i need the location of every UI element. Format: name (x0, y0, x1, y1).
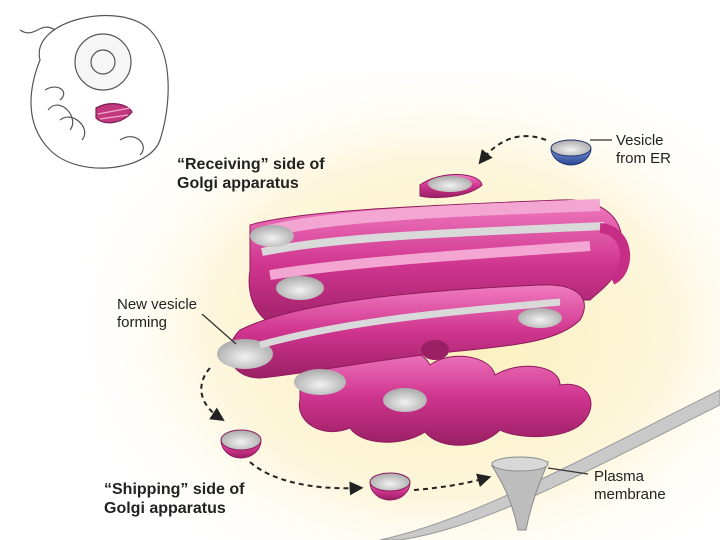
er-vesicle (550, 139, 592, 166)
shipping-vesicle (369, 472, 411, 501)
leader-new-vesicle (201, 313, 237, 345)
label-shipping-side: “Shipping” side of Golgi apparatus (104, 481, 245, 517)
arrow-bud-down (200, 367, 225, 422)
label-new-vesicle: New vesicle forming (117, 296, 198, 331)
plasma-membrane (379, 389, 720, 540)
budding-vesicle (220, 429, 262, 459)
arrow-to-membrane (413, 473, 492, 491)
arrow-er-to-golgi (478, 135, 547, 165)
label-vesicle-from-er: Vesicle from ER (616, 132, 672, 167)
arrow-to-shipping (249, 461, 364, 496)
cell-thumbnail (19, 15, 169, 169)
leader-plasma (547, 467, 589, 475)
label-receiving-side: “Receiving” side of Golgi apparatus (177, 156, 325, 192)
exocytosis-funnel (490, 456, 550, 531)
golgi-apparatus (217, 174, 631, 446)
label-plasma-membrane: Plasma membrane (594, 468, 666, 503)
